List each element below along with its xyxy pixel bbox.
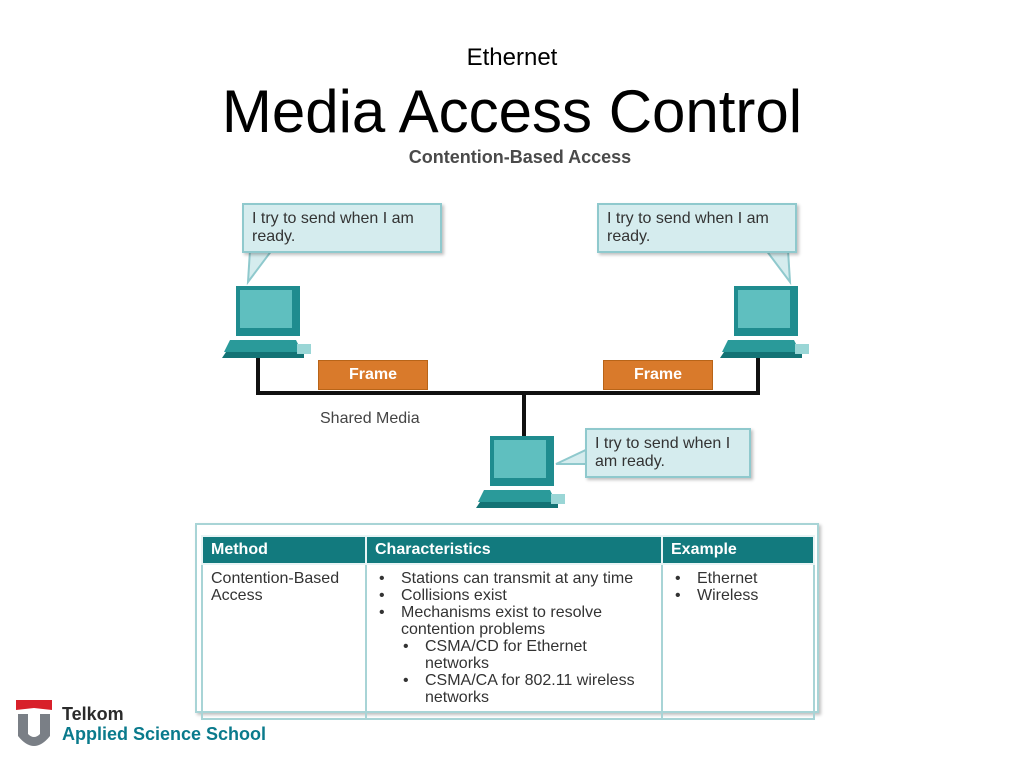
list-item: CSMA/CD for Ethernet networks [375,638,653,672]
computer-icon-bottom [476,436,565,508]
diagram-heading: Contention-Based Access [408,147,632,167]
computer-icon-left [222,286,311,358]
list-item: Collisions exist [375,587,653,604]
logo-text-school: Applied Science School [62,724,267,744]
speech-bubble-left: I try to send when I am ready. [242,203,442,253]
bubble-tail-right [764,249,792,286]
speech-bubble-bottom: I try to send when I am ready. [585,428,751,478]
list-item: Stations can transmit at any time [375,570,653,587]
frame-label-right: Frame [603,360,713,390]
bubble-tail-left [246,249,274,286]
frame-label-left: Frame [318,360,428,390]
list-item: CSMA/CA for 802.11 wireless networks [375,672,653,706]
cell-characteristics: Stations can transmit at any time Collis… [365,563,663,720]
header-characteristics: Characteristics [365,535,663,565]
speech-bubble-right: I try to send when I am ready. [597,203,797,253]
shared-media-label: Shared Media [320,410,420,427]
slide-subtitle: Ethernet [466,44,558,71]
computer-icon-right [720,286,809,358]
table-row: Contention-Based Access Stations can tra… [201,563,815,720]
slide-title: Media Access Control [221,78,803,145]
shared-media-bus [256,358,760,436]
access-method-table: Method Characteristics Example Contentio… [195,523,819,720]
header-example: Example [661,535,815,565]
list-item: Wireless [671,587,805,604]
cell-method: Contention-Based Access [201,563,367,720]
list-item: Mechanisms exist to resolve contention p… [375,604,653,638]
list-item: Ethernet [671,570,805,587]
header-method: Method [201,535,367,565]
telkom-logo-icon [16,700,52,746]
cell-example: Ethernet Wireless [661,563,815,720]
logo-text-telkom: Telkom [62,704,124,724]
